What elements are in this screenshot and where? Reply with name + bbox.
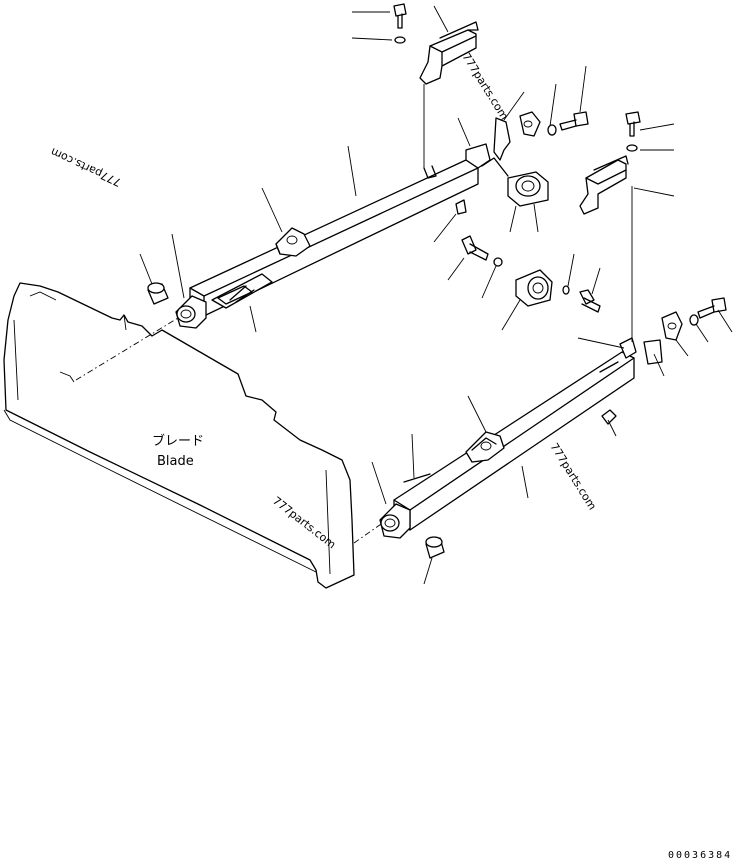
bolt-mid-left: [559, 111, 589, 131]
watermark-3: 777parts.com: [547, 441, 598, 513]
washer-top-left: [394, 36, 406, 44]
bearing-lower: [515, 269, 553, 307]
washer-top-right: [626, 144, 638, 152]
bushing-right: [425, 536, 445, 559]
mount-bracket-right: [579, 155, 629, 215]
frame-right: [379, 337, 637, 539]
blade-label-en: Blade: [157, 454, 194, 469]
bolt-upper-frame: [461, 235, 489, 261]
blade-outline: [3, 282, 355, 589]
frame-left: [175, 143, 491, 329]
clamp-left: [493, 111, 557, 161]
blade-centerline-left: [75, 317, 179, 381]
bolt-right: [697, 297, 727, 319]
bearing-upper: [481, 157, 549, 207]
blade-label-jp: ブレード: [152, 433, 204, 449]
watermark-2: 777parts.com: [459, 51, 510, 123]
drawing-code: 00036384: [668, 850, 732, 861]
bolt-top-left: [393, 3, 407, 29]
watermark-1: 777parts.com: [49, 145, 124, 189]
bolt-top-right: [625, 111, 641, 137]
leader-lines: [139, 5, 733, 585]
washer-upper-frame: [493, 257, 503, 267]
mount-bracket-upper: [419, 21, 479, 85]
clamp-right: [643, 311, 699, 365]
washer-lower-bearing: [562, 285, 570, 295]
bolt-lower-bearing: [579, 289, 601, 313]
bushing-left: [147, 282, 169, 305]
blade-centerline-right: [353, 521, 385, 544]
